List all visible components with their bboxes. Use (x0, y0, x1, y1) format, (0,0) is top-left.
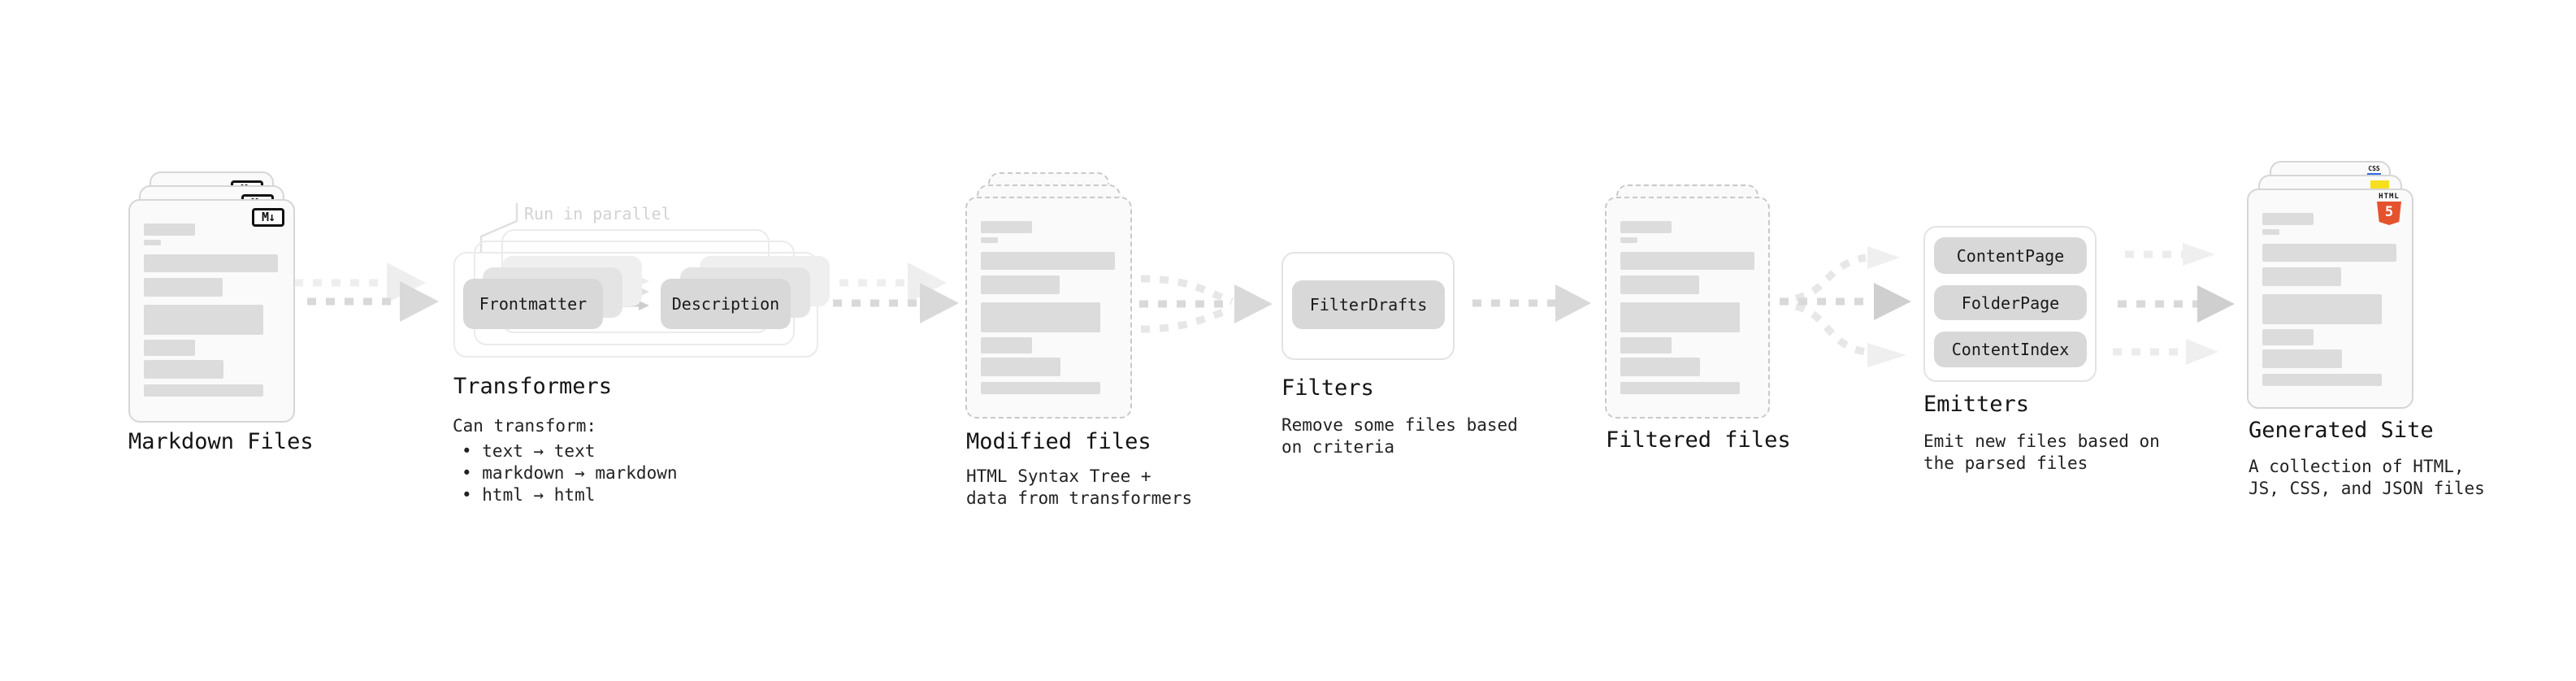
generated-site-caption: A collection of HTML, JS, CSS, and JSON … (2249, 456, 2485, 500)
caption-line: on criteria (1281, 437, 1395, 457)
filtered-file-card-front (1605, 197, 1770, 419)
run-in-parallel-note: Run in parallel (524, 204, 671, 223)
generated-site-title: Generated Site (2249, 418, 2434, 443)
bullet-item: • markdown → markdown (462, 463, 678, 483)
contentindex-chip: ContentIndex (1934, 332, 2087, 367)
caption-line: Remove some files based (1281, 415, 1518, 435)
modified-file-card-front (965, 197, 1132, 419)
text-skeleton (144, 223, 278, 397)
arrow-markdown-to-transformers (294, 262, 439, 322)
generated-site-stack: CSS HTML 5 (2247, 161, 2436, 413)
html5-icon-shield: 5 (2377, 202, 2401, 225)
arrow-transformers-to-modified (821, 262, 959, 323)
filters-caption: Remove some files based on criteria (1281, 414, 1518, 458)
html-file-card: HTML 5 (2247, 189, 2413, 409)
filtered-files-stack (1605, 184, 1784, 428)
markdown-file-card-front: M↓ (128, 199, 295, 423)
html5-icon-word: HTML (2379, 193, 2400, 201)
arrow-modified-to-filters (1139, 275, 1273, 333)
text-skeleton (981, 221, 1115, 394)
filtered-files-title: Filtered files (1606, 427, 1791, 453)
transform-bullets: • text → text • markdown → markdown • ht… (462, 440, 678, 506)
modified-files-caption: HTML Syntax Tree + data from transformer… (966, 466, 1192, 510)
emitters-box (1923, 226, 2097, 382)
filterdrafts-chip: FilterDrafts (1292, 280, 1445, 329)
arrow-filtered-to-emitters (1780, 246, 1911, 367)
caption-line: Emit new files based on (1923, 432, 2160, 451)
filters-box (1281, 252, 1455, 360)
caption-line: HTML Syntax Tree + (966, 466, 1151, 486)
markdown-icon: M↓ (252, 208, 284, 227)
contentpage-chip: ContentPage (1934, 237, 2087, 274)
modified-files-title: Modified files (966, 429, 1151, 454)
emitters-title: Emitters (1923, 392, 2030, 417)
filters-title: Filters (1281, 375, 1374, 401)
bullet-item: • text → text (462, 441, 596, 461)
transformers-title: Transformers (453, 374, 613, 399)
css-icon-word: CSS (2368, 165, 2380, 172)
frontmatter-chip: Frontmatter (463, 279, 603, 329)
markdown-files-title: Markdown Files (128, 429, 314, 454)
caption-line: the parsed files (1923, 453, 2088, 473)
transformers-caption: Can transform: • text → text • markdown … (453, 415, 678, 506)
emitters-caption: Emit new files based on the parsed files (1923, 431, 2160, 475)
caption-line: Can transform: (453, 416, 597, 436)
markdown-files-stack: M↓ M↓ M↓ (128, 171, 318, 423)
text-skeleton (1620, 221, 1754, 394)
html5-icon: HTML 5 (2374, 193, 2404, 225)
arrow-filters-to-filtered (1472, 284, 1591, 322)
arrow-emitters-to-site (2113, 243, 2235, 365)
caption-line: JS, CSS, and JSON files (2249, 479, 2485, 498)
description-chip: Description (661, 279, 791, 329)
text-skeleton (2262, 213, 2396, 386)
caption-line: data from transformers (966, 488, 1193, 508)
folderpage-chip: FolderPage (1934, 285, 2087, 320)
bullet-item: • html → html (462, 485, 596, 505)
caption-line: A collection of HTML, (2249, 457, 2465, 476)
modified-files-stack (965, 172, 1155, 424)
js-icon (2370, 180, 2389, 189)
